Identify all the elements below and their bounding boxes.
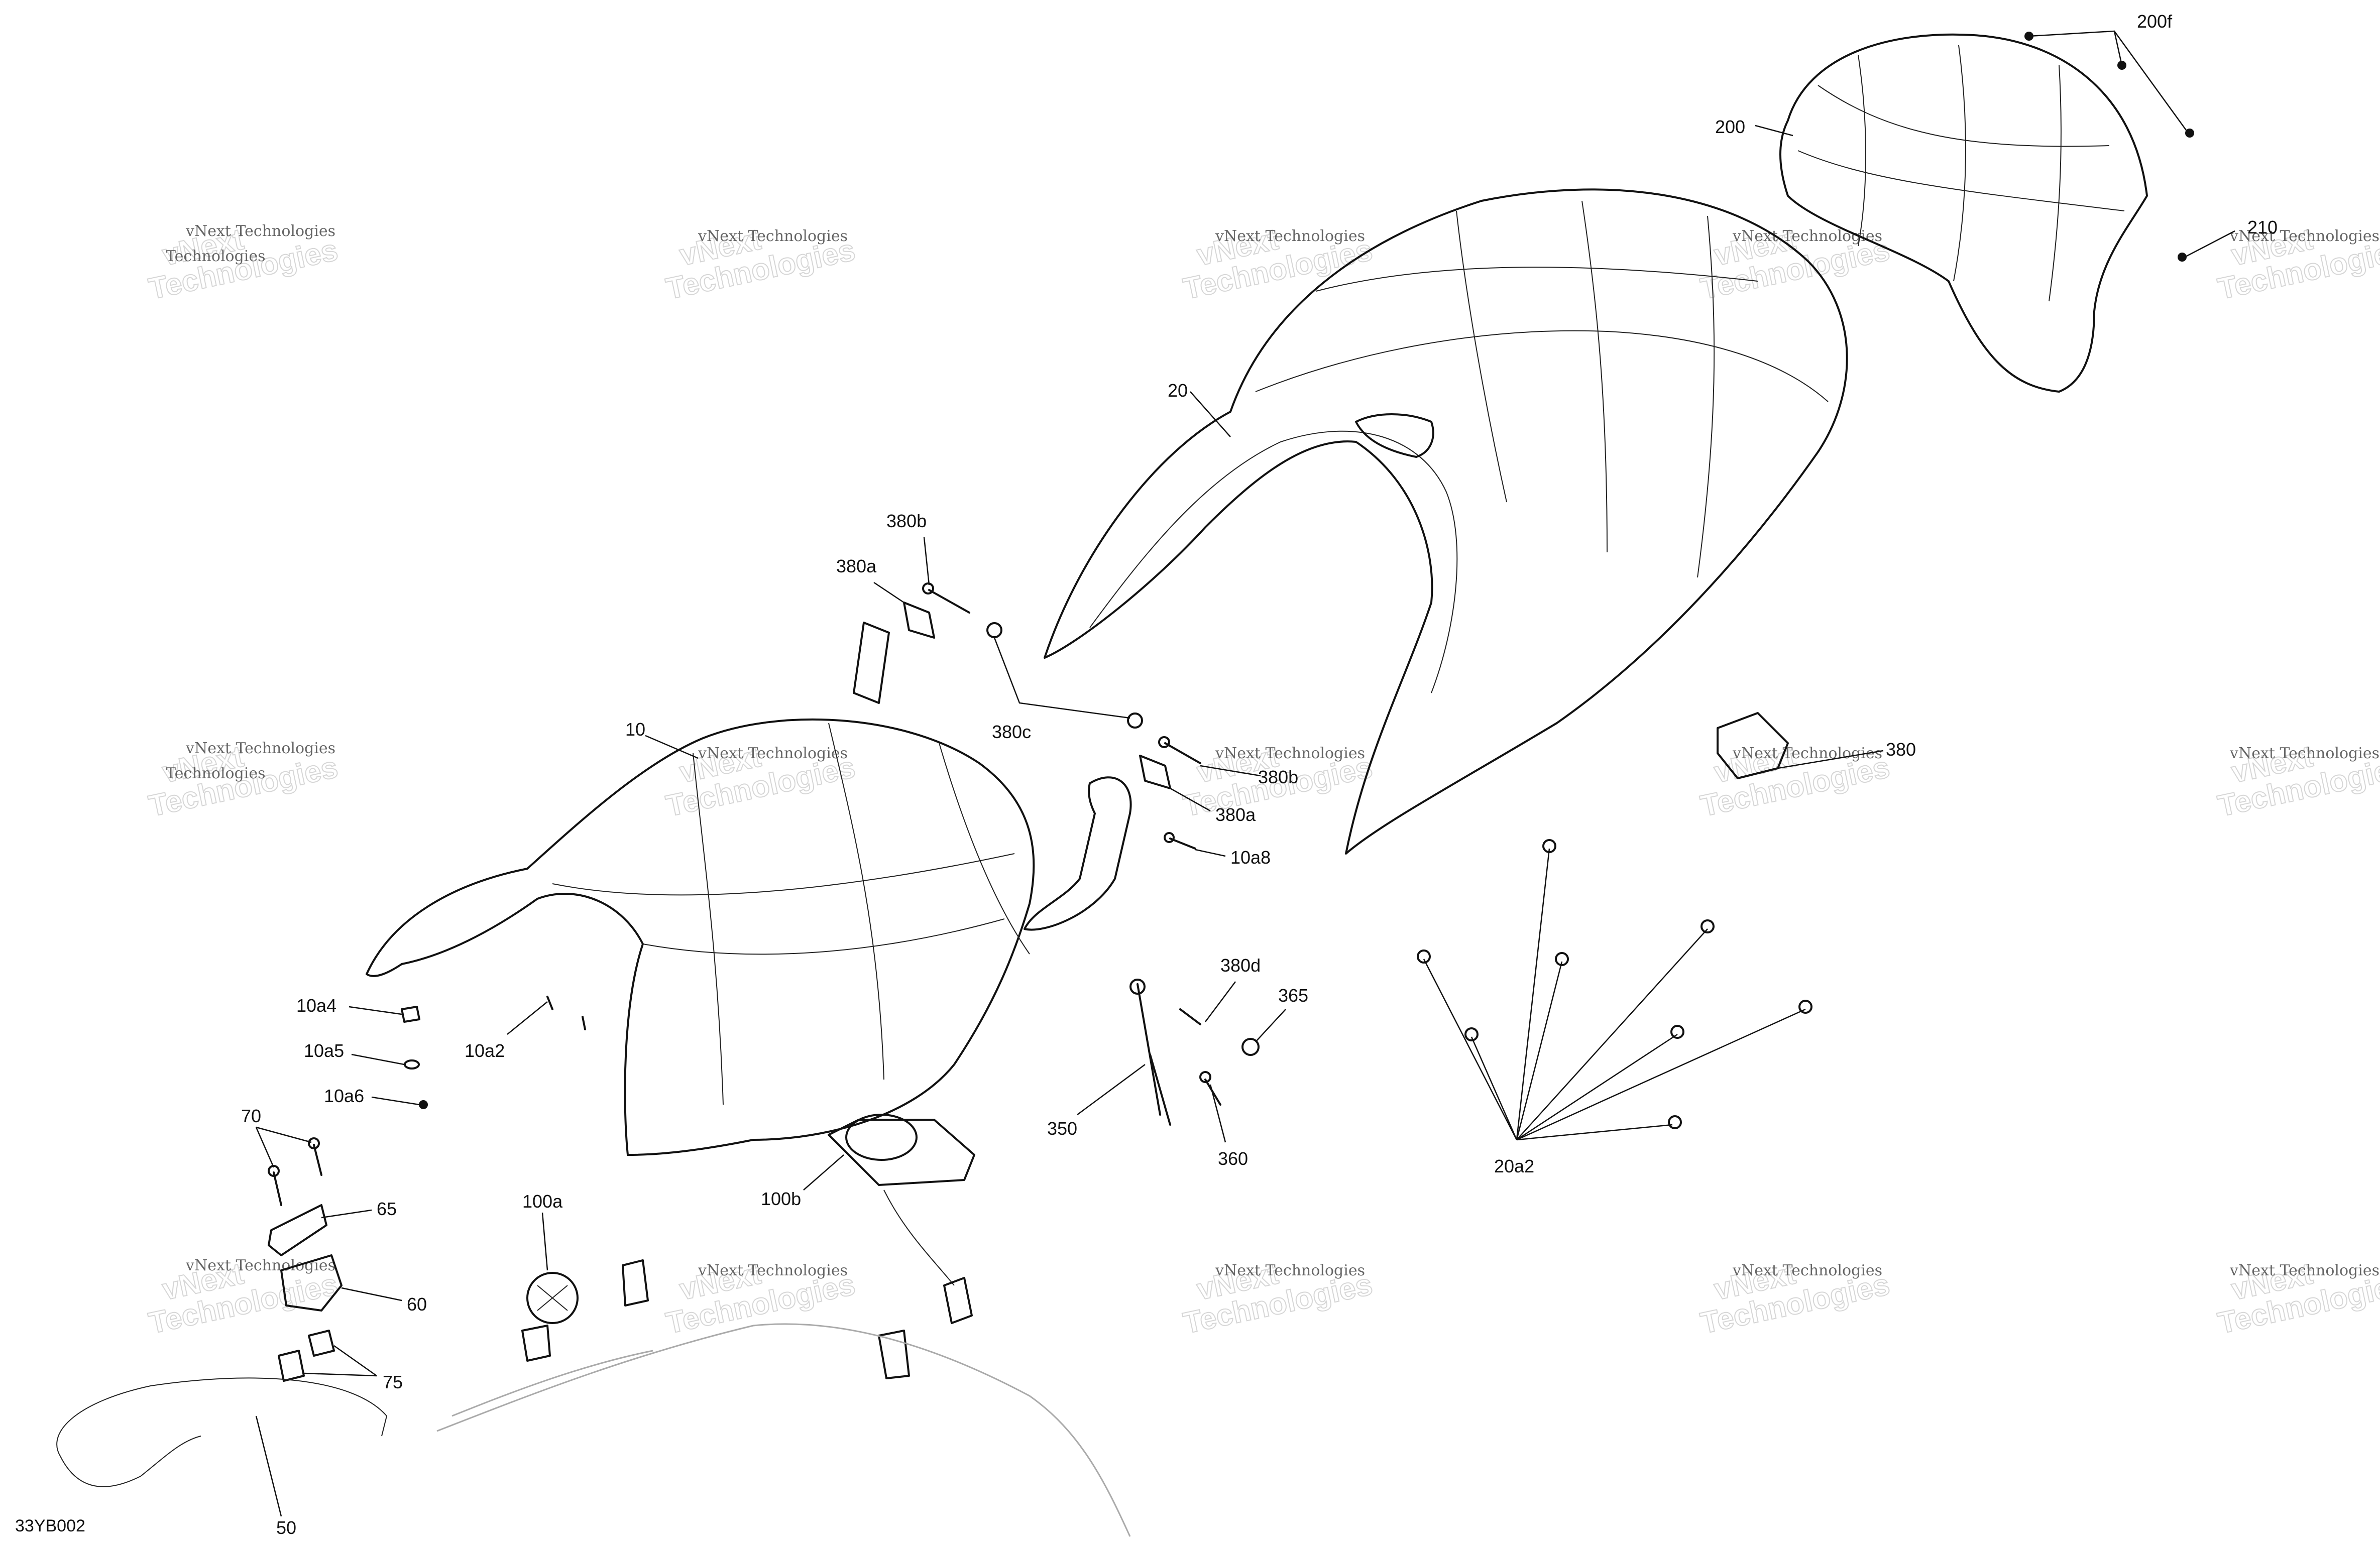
label-380a-mid: 380a <box>1215 804 1256 825</box>
cable-50 <box>56 1377 387 1487</box>
watermark: vNext Technologies <box>662 221 858 306</box>
label-10a8: 10a8 <box>1230 847 1271 868</box>
watermark: vNext Technologies <box>662 739 858 823</box>
seat-bracket-right <box>1024 776 1132 931</box>
label-70: 70 <box>241 1106 261 1126</box>
nut-10a6 <box>419 1100 428 1109</box>
label-60: 60 <box>407 1294 427 1315</box>
label-10a4: 10a4 <box>296 995 336 1016</box>
watermark-text: Technologies <box>166 765 266 782</box>
label-20: 20 <box>1168 380 1188 401</box>
watermark-text: vNext Technologies <box>2229 745 2379 762</box>
bumpers-20a2 <box>1417 839 1812 1129</box>
watermark-text: vNext Technologies <box>1215 227 1365 245</box>
switch-100a <box>521 1259 649 1362</box>
watermark-text: vNext Technologies <box>2229 227 2379 245</box>
label-100a: 100a <box>522 1191 563 1212</box>
label-10a5: 10a5 <box>304 1040 344 1061</box>
pin-360 <box>1199 1071 1221 1106</box>
watermark-text: vNext Technologies <box>698 227 848 245</box>
screw-200f <box>2024 32 2194 262</box>
screws-70 <box>268 1137 322 1206</box>
label-10a2: 10a2 <box>465 1040 505 1061</box>
wiring-harness <box>436 1323 1131 1537</box>
backrest-part <box>1779 33 2148 393</box>
watermark: vNext Technologies <box>1697 1256 1893 1341</box>
gas-strut-350 <box>1129 979 1171 1126</box>
label-210: 210 <box>2247 217 2278 238</box>
watermark-text: vNext Technologies <box>185 740 335 757</box>
watermark: vNext Technologies <box>1180 1256 1376 1341</box>
speaker-100b <box>828 1114 975 1379</box>
bolt-380b-top <box>922 582 970 614</box>
screw-10a8 <box>1164 832 1196 850</box>
watermark-text: Technologies <box>166 248 266 265</box>
label-100b: 100b <box>761 1189 801 1209</box>
label-350: 350 <box>1047 1118 1077 1139</box>
part-labels: 200f 200 210 20 380b 380a 380c 10 380b 3… <box>241 11 2278 1538</box>
label-10: 10 <box>625 719 645 740</box>
seat-bracket-left <box>853 622 890 704</box>
watermark: vNext Technologies <box>2214 739 2380 823</box>
nut-365 <box>1241 1038 1260 1056</box>
spacer-380a-mid <box>1139 755 1171 789</box>
nut-380c <box>986 622 1143 729</box>
label-380a-top: 380a <box>836 556 877 576</box>
diagram-code: 33YB002 <box>15 1516 85 1535</box>
plate-65 <box>268 1204 327 1256</box>
screw-380d <box>1179 1008 1201 1025</box>
watermark-text: vNext Technologies <box>698 1262 848 1279</box>
label-365: 365 <box>1278 985 1308 1006</box>
watermark-text: vNext Technologies <box>2229 1262 2379 1279</box>
washer-10a5 <box>404 1059 420 1070</box>
label-380: 380 <box>1886 739 1916 760</box>
watermark: vNext Technologies <box>2214 221 2380 306</box>
watermark-text: vNext Technologies <box>1732 745 1882 762</box>
label-20a2: 20a2 <box>1494 1156 1534 1176</box>
clips-75 <box>278 1330 335 1382</box>
label-360: 360 <box>1218 1148 1248 1169</box>
label-380b-mid: 380b <box>1258 767 1298 787</box>
watermark: vNext Technologies <box>2214 1256 2380 1341</box>
watermark: vNext Technologies <box>1180 221 1376 306</box>
watermark-text: vNext Technologies <box>185 1257 335 1274</box>
rear-seat-part <box>1044 188 1848 855</box>
front-seat-part <box>366 718 1035 1156</box>
watermark: vNext Technologies <box>1697 739 1893 823</box>
leader-lines <box>255 30 2235 1517</box>
watermark: vNext Technologies <box>145 1256 341 1341</box>
label-380d: 380d <box>1220 955 1261 976</box>
label-200f: 200f <box>2137 11 2173 32</box>
label-380c: 380c <box>992 722 1031 742</box>
svg-text:vNext: vNext <box>1194 739 1281 789</box>
label-10a6: 10a6 <box>324 1086 364 1106</box>
bolt-380b-mid <box>1158 736 1201 764</box>
watermark-text: vNext Technologies <box>698 745 848 762</box>
latch-60 <box>280 1254 343 1312</box>
clip-10a4 <box>401 1006 420 1023</box>
watermark-text: vNext Technologies <box>1215 745 1365 762</box>
spacer-380a-top <box>903 602 935 639</box>
watermark-text: vNext Technologies <box>1215 1262 1365 1279</box>
watermark-text: vNext Technologies <box>1732 1262 1882 1279</box>
label-380b-top: 380b <box>886 511 927 531</box>
watermark-text: vNext Technologies <box>185 222 335 240</box>
label-200: 200 <box>1715 116 1745 137</box>
label-75: 75 <box>383 1372 403 1392</box>
screw-10a2 <box>546 996 586 1030</box>
label-65: 65 <box>377 1199 397 1219</box>
label-50: 50 <box>276 1517 296 1538</box>
